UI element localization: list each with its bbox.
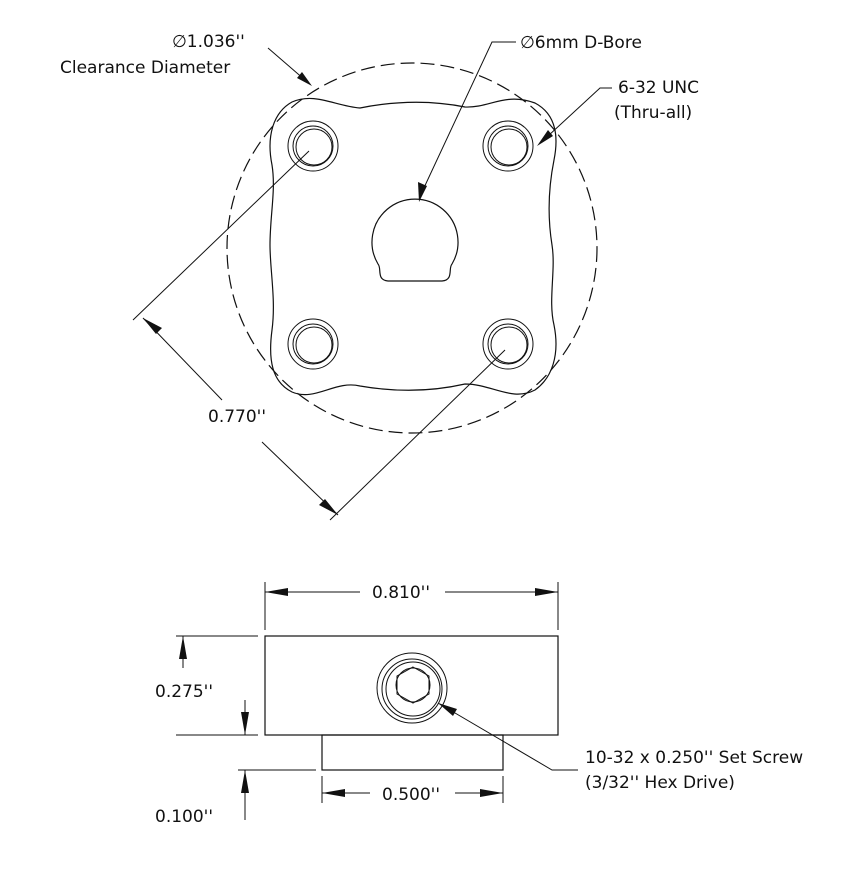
leader-line	[421, 41, 516, 193]
set-screw-label: 10-32 x 0.250'' Set Screw	[585, 748, 803, 768]
clearance-diameter-value: ∅1.036''	[172, 32, 245, 52]
mount-holes	[287, 120, 534, 370]
mount-hole	[287, 120, 339, 172]
hole-spacing-dim: 0.770''	[208, 407, 266, 427]
mount-hole	[482, 120, 534, 172]
arrowhead	[143, 318, 162, 334]
mount-hole	[482, 318, 534, 370]
arrowhead	[297, 72, 312, 86]
arrowhead	[319, 499, 338, 515]
tap-note: (Thru-all)	[614, 103, 692, 123]
bore-label: ∅6mm D-Bore	[520, 33, 642, 53]
clearance-circle	[226, 62, 598, 434]
leader-line	[547, 87, 612, 137]
mount-hole	[287, 318, 339, 370]
set-screw-note: (3/32'' Hex Drive)	[585, 773, 735, 793]
hub-outline	[321, 734, 504, 771]
extension-line	[329, 349, 506, 521]
set-screw	[376, 652, 448, 724]
hub-width-dim: 0.500''	[382, 785, 440, 805]
plate-outline	[269, 97, 557, 396]
clearance-diameter-label: Clearance Diameter	[60, 58, 230, 78]
hub-height-dim: 0.100''	[155, 807, 213, 827]
top-view: 0.770'' ∅1.036'' Clearance Diameter ∅6mm…	[60, 32, 699, 521]
height-dim: 0.275''	[155, 682, 213, 702]
leader-line	[437, 702, 578, 771]
extension-line	[132, 150, 310, 321]
tap-label: 6-32 UNC	[618, 78, 699, 98]
arrowhead	[418, 182, 427, 202]
side-view: 0.810'' 0.275'' 0.100'' 0.500'' 10-32 x …	[155, 582, 803, 827]
leader-line	[267, 47, 306, 81]
d-bore	[371, 198, 459, 282]
arrowhead	[537, 130, 553, 146]
width-dim: 0.810''	[372, 583, 430, 603]
hex-socket-icon	[396, 666, 430, 704]
body-outline	[264, 635, 559, 736]
